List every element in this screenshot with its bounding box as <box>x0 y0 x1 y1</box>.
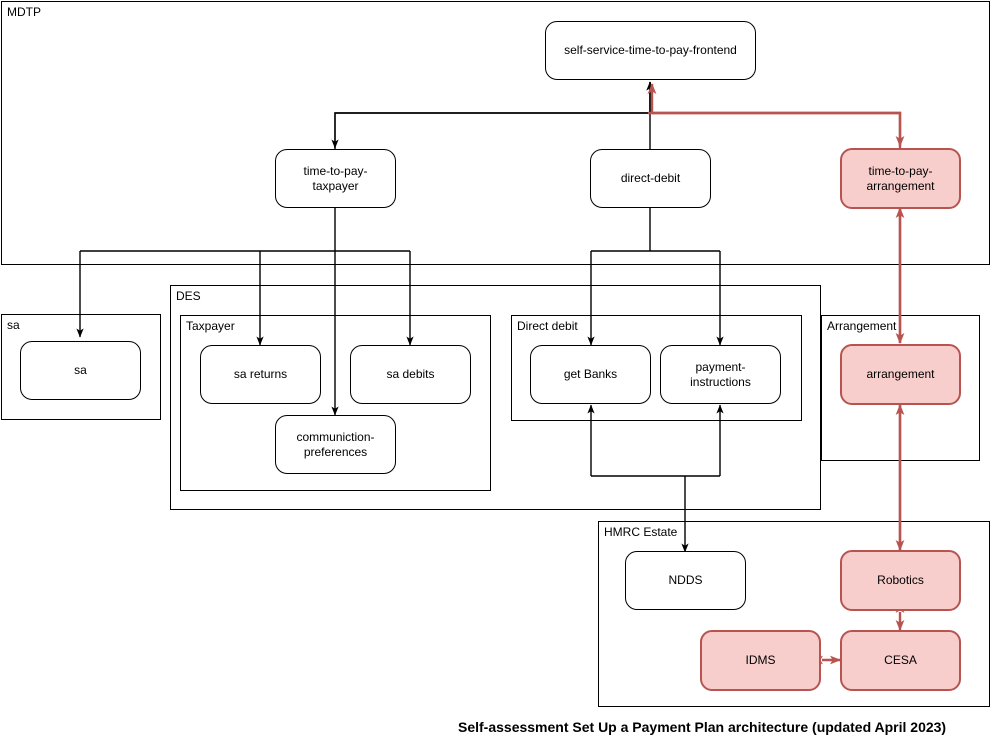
group-direct-debit-label: Direct debit <box>517 319 578 333</box>
node-idms-label: IDMS <box>745 653 776 667</box>
node-ndds[interactable]: NDDS <box>625 551 746 610</box>
node-self-service-time-to-pay-frontend[interactable]: self-service-time-to-pay-frontend <box>545 21 756 80</box>
diagram-caption: Self-assessment Set Up a Payment Plan ar… <box>458 719 947 735</box>
node-get-banks[interactable]: get Banks <box>530 345 651 404</box>
node-frontend-label: self-service-time-to-pay-frontend <box>564 43 737 57</box>
node-arrangement-label: arrangement <box>866 367 935 381</box>
node-sa-returns-label: sa returns <box>233 367 288 381</box>
node-ttp-taxpayer-label: time-to-pay-taxpayer <box>303 163 368 193</box>
group-des: DES <box>170 285 821 510</box>
group-mdtp-label: MDTP <box>7 5 41 19</box>
node-idms[interactable]: IDMS <box>700 630 821 691</box>
group-arrangement-label: Arrangement <box>827 319 897 333</box>
node-ttp-arrangement-label: time-to-pay-arrangement <box>866 163 935 193</box>
node-cesa-label: CESA <box>884 653 917 667</box>
node-time-to-pay-arrangement[interactable]: time-to-pay-arrangement <box>840 148 961 209</box>
node-sa-debits[interactable]: sa debits <box>350 345 471 404</box>
group-hmrc-estate: HMRC Estate <box>598 521 990 707</box>
node-robotics[interactable]: Robotics <box>840 550 961 611</box>
node-cesa[interactable]: CESA <box>840 630 961 691</box>
group-hmrc-estate-label: HMRC Estate <box>604 525 678 539</box>
node-payment-instructions-label: payment-instructions <box>690 359 751 389</box>
node-communiction-preferences[interactable]: communiction-preferences <box>275 415 396 474</box>
node-sa[interactable]: sa <box>20 341 141 400</box>
group-direct-debit: Direct debit <box>511 315 802 421</box>
node-arrangement[interactable]: arrangement <box>840 344 961 405</box>
node-get-banks-label: get Banks <box>563 367 618 381</box>
group-sa-label: sa <box>7 318 20 332</box>
node-payment-instructions[interactable]: payment-instructions <box>660 345 781 404</box>
node-time-to-pay-taxpayer[interactable]: time-to-pay-taxpayer <box>275 149 396 208</box>
node-sa-returns[interactable]: sa returns <box>200 345 321 404</box>
node-robotics-label: Robotics <box>877 573 924 587</box>
group-sa: sa <box>1 314 161 420</box>
node-direct-debit-label: direct-debit <box>620 171 681 185</box>
node-ndds-label: NDDS <box>668 573 703 587</box>
group-taxpayer-label: Taxpayer <box>186 319 235 333</box>
node-comm-prefs-label: communiction-preferences <box>296 429 375 459</box>
group-mdtp: MDTP <box>1 1 990 265</box>
node-sa-label: sa <box>74 363 87 377</box>
group-des-label: DES <box>176 289 201 303</box>
node-sa-debits-label: sa debits <box>386 367 435 381</box>
node-direct-debit[interactable]: direct-debit <box>590 149 711 208</box>
